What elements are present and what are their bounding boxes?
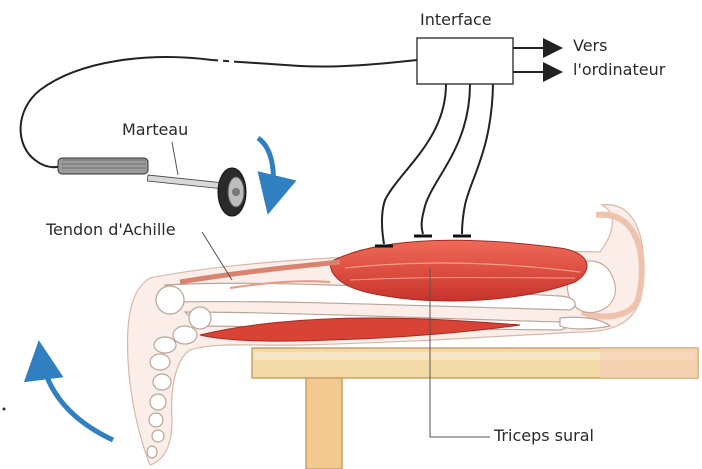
interface-box	[417, 38, 513, 84]
hammer-label: Marteau	[122, 122, 188, 138]
hammer-cable	[21, 57, 212, 167]
destination-label-line2: l'ordinateur	[573, 62, 665, 78]
table	[252, 348, 698, 469]
curved-arrow-icon	[258, 138, 273, 205]
tendon-label: Tendon d'Achille	[46, 222, 176, 238]
destination-label-line1: Vers	[573, 38, 607, 54]
reflex-hammer-icon	[58, 158, 246, 216]
electrode-wires	[382, 84, 493, 244]
interface-label: Interface	[420, 12, 492, 28]
curved-arrow-icon	[40, 350, 113, 440]
hammer-cable-dashed	[212, 60, 240, 62]
dot-marker	[3, 408, 6, 411]
muscle-label: Triceps sural	[494, 428, 594, 444]
hammer-leader-line	[172, 142, 178, 175]
hammer-cable	[240, 60, 417, 67]
